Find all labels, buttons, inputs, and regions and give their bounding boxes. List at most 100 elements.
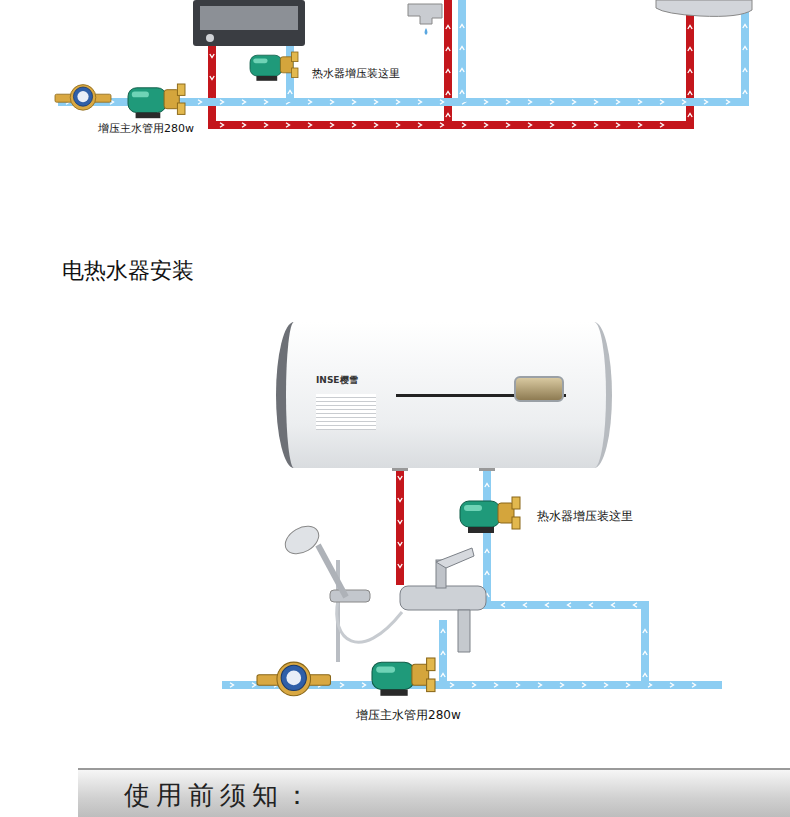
flow-arrow: [643, 674, 647, 678]
flow-arrow: [688, 48, 692, 52]
flow-arrow: [330, 100, 334, 104]
callout-label: 增压主水管用280w: [98, 121, 194, 136]
flow-arrow: [446, 26, 450, 30]
flow-arrow: [264, 123, 268, 127]
flow-arrow: [572, 100, 576, 104]
faucet: [408, 4, 442, 24]
flow-arrow: [460, 69, 464, 73]
flow-arrow: [462, 123, 466, 127]
flow-arrow: [440, 123, 444, 127]
flow-arrow: [616, 123, 620, 127]
flow-arrow: [374, 123, 378, 127]
flow-arrow: [220, 123, 224, 127]
water-drop: [425, 28, 428, 35]
flow-arrow: [242, 100, 246, 104]
callout-label: 增压主水管用280w: [356, 707, 461, 724]
flow-arrow: [330, 123, 334, 127]
flow-arrow: [726, 100, 730, 104]
flow-arrow: [506, 123, 510, 127]
flow-arrow: [460, 91, 464, 95]
water-meter: [55, 85, 111, 111]
shower-holder: [330, 590, 370, 602]
flow-arrow: [538, 683, 542, 687]
flow-arrow: [572, 123, 576, 127]
notice-banner: 使用前须知：: [78, 768, 790, 817]
flow-arrow: [398, 498, 402, 502]
booster-pump: [372, 658, 435, 696]
flow-arrow: [660, 123, 664, 127]
flow-arrow: [604, 683, 608, 687]
flow-arrow: [308, 100, 312, 104]
hot-pipe: [212, 0, 690, 125]
flow-arrow: [524, 603, 528, 607]
mixer-valve: [400, 586, 486, 610]
flow-arrow: [516, 683, 520, 687]
flow-arrow: [485, 550, 489, 554]
shower-handle: [318, 545, 346, 597]
flow-arrow: [743, 25, 747, 29]
flow-arrow: [638, 100, 642, 104]
flow-arrow: [252, 683, 256, 687]
flow-arrow: [446, 48, 450, 52]
flow-arrow: [550, 100, 554, 104]
flow-arrow: [743, 91, 747, 95]
flow-arrow: [374, 100, 378, 104]
gas-heater: [193, 0, 305, 46]
flow-arrow: [506, 100, 510, 104]
water-meter: [257, 662, 331, 696]
flow-arrow: [688, 26, 692, 30]
flow-arrow: [638, 123, 642, 127]
flow-arrow: [440, 100, 444, 104]
flow-arrow: [396, 123, 400, 127]
water-heater-tank: INSE樱雪: [276, 322, 612, 468]
flow-arrow: [472, 683, 476, 687]
flow-arrow: [230, 683, 234, 687]
booster-pump: [128, 84, 185, 118]
flow-arrow: [485, 484, 489, 488]
booster-pump: [250, 52, 298, 81]
flow-arrow: [210, 54, 214, 58]
cold-pipe: [487, 468, 645, 685]
flow-arrow: [626, 683, 630, 687]
shower-hose: [337, 600, 402, 642]
hot-pipe: [396, 468, 404, 585]
mixer-lever: [436, 548, 474, 568]
flow-arrow: [502, 603, 506, 607]
flow-arrow: [560, 683, 564, 687]
flow-arrow: [264, 100, 268, 104]
flow-arrow: [688, 114, 692, 118]
tank-dial: [514, 376, 564, 402]
mixer-spout: [458, 610, 470, 652]
hot-pipe: [444, 0, 452, 125]
booster-pump: [460, 497, 520, 533]
shower-mixer: [656, 0, 752, 16]
cold-pipe: [439, 620, 447, 685]
flow-arrow: [568, 603, 572, 607]
flow-arrow: [398, 564, 402, 568]
flow-arrow: [692, 683, 696, 687]
flow-arrow: [220, 100, 224, 104]
flow-arrow: [682, 100, 686, 104]
flow-arrow: [460, 25, 464, 29]
flow-arrow: [198, 100, 202, 104]
flow-arrow: [634, 603, 638, 607]
flow-arrow: [743, 47, 747, 51]
flow-arrow: [688, 70, 692, 74]
flow-arrow: [643, 652, 647, 656]
flow-arrow: [494, 683, 498, 687]
flow-arrow: [398, 476, 402, 480]
shower-head: [280, 521, 323, 560]
flow-arrow: [660, 100, 664, 104]
warning-plate: [316, 394, 376, 430]
flow-arrow: [446, 92, 450, 96]
flow-arrow: [286, 123, 290, 127]
flow-arrow: [528, 123, 532, 127]
flow-arrow: [418, 123, 422, 127]
flow-arrow: [352, 123, 356, 127]
cold-pipe: [458, 0, 466, 102]
flow-arrow: [484, 123, 488, 127]
flow-arrow: [743, 69, 747, 73]
node-text: 使用前须知：: [124, 778, 790, 813]
flow-arrow: [594, 123, 598, 127]
flow-arrow: [550, 123, 554, 127]
